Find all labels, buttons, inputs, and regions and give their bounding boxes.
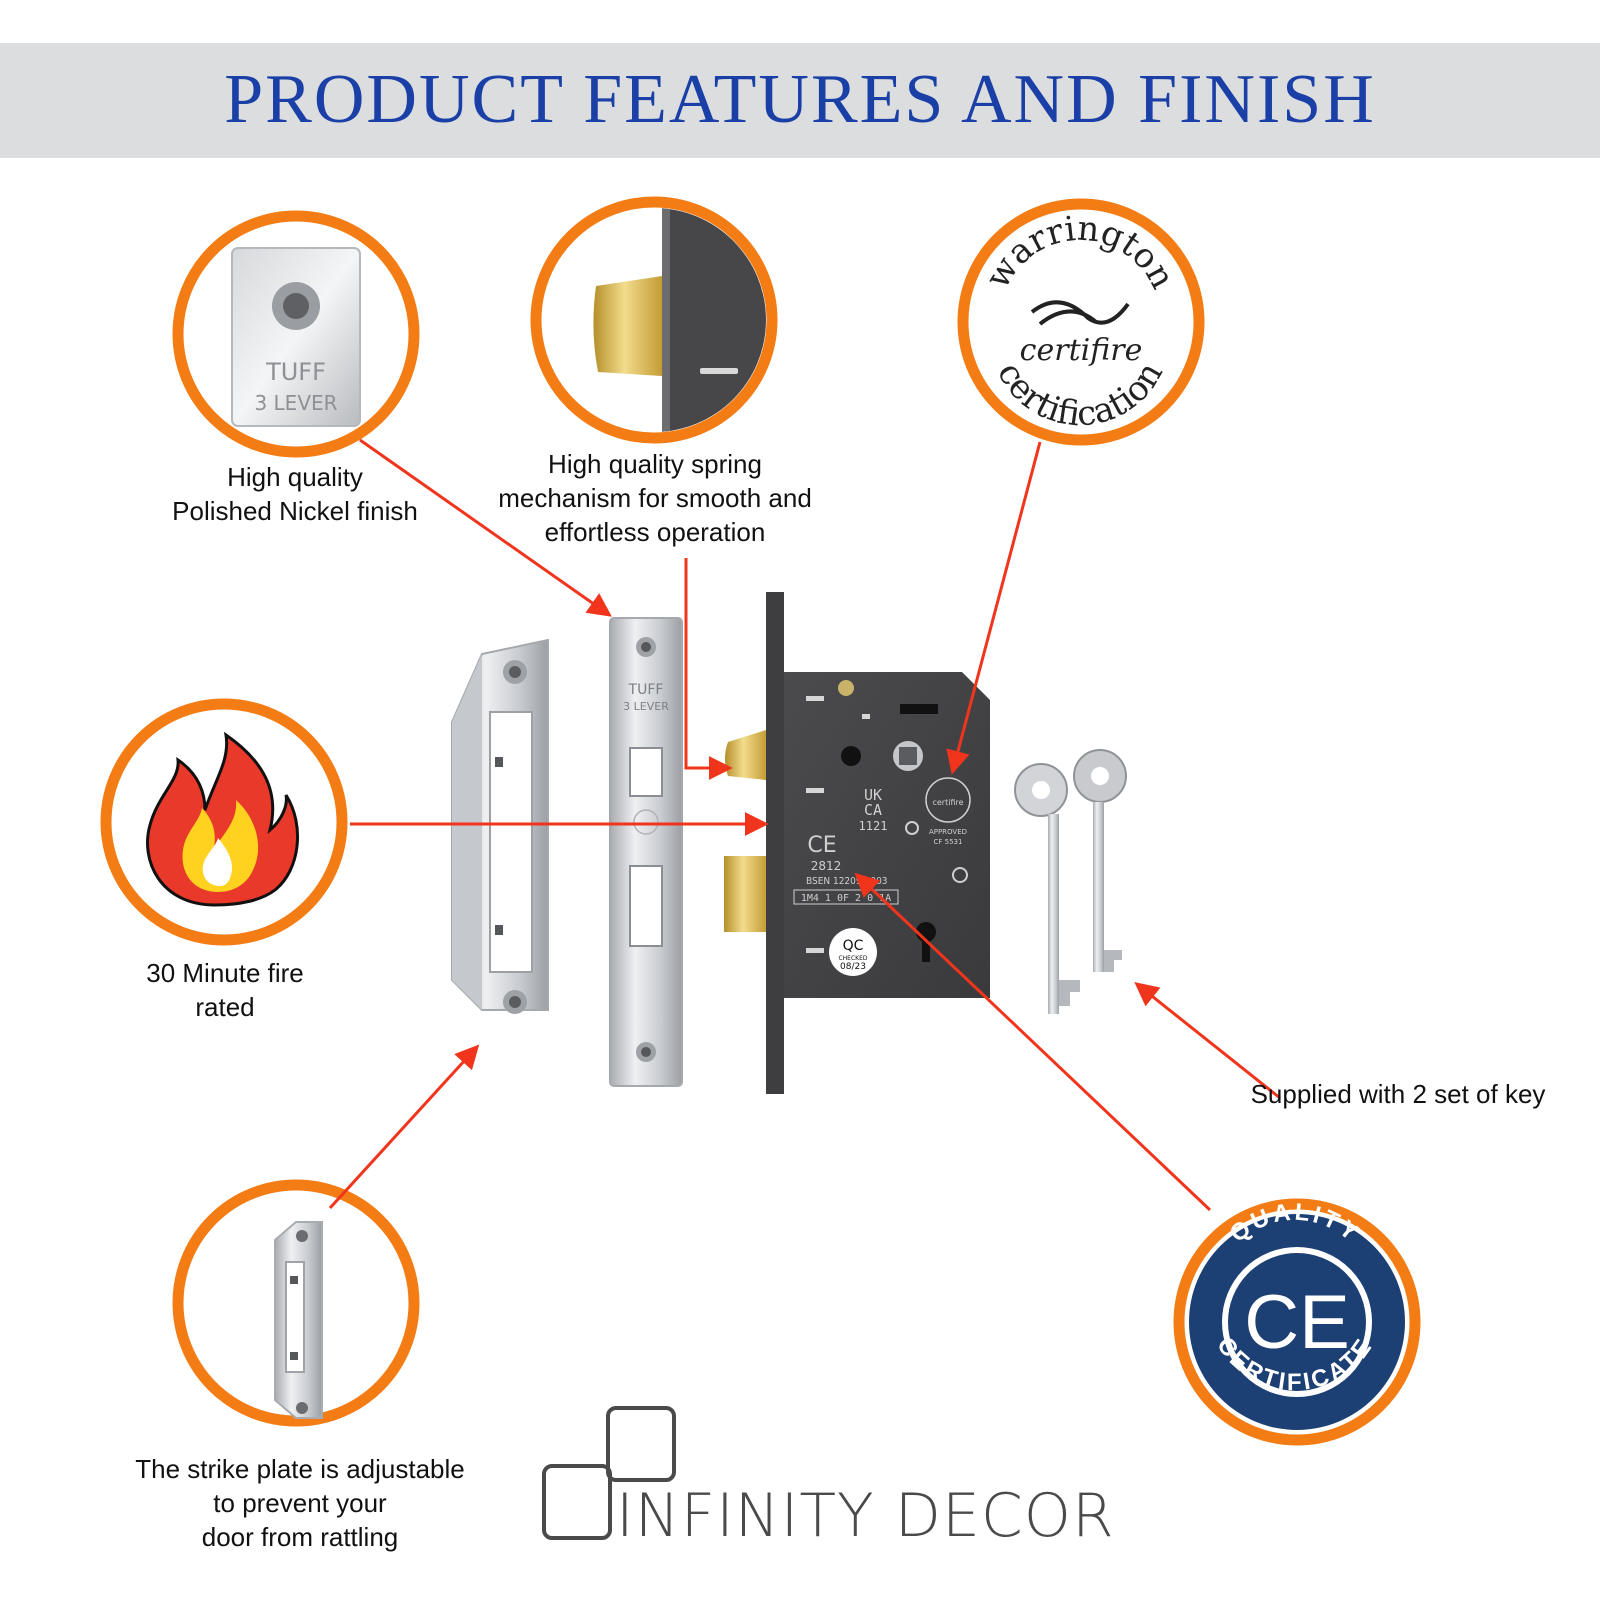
keys-caption: Supplied with 2 set of key — [1228, 1077, 1568, 1111]
standard-text: BSEN 12209:2003 — [806, 876, 888, 887]
header-banner — [0, 43, 1600, 158]
strike-plate-closeup-circle — [172, 1179, 420, 1427]
forend-model-text: 3 LEVER — [623, 700, 669, 713]
finish-caption-line: High quality — [227, 462, 363, 492]
fire-rating-circle — [100, 698, 348, 946]
strike-caption-line: to prevent your — [213, 1488, 387, 1518]
approved-text: APPROVED — [929, 828, 967, 836]
spring-caption-line: High quality spring — [548, 449, 762, 479]
finish-caption-line: Polished Nickel finish — [172, 496, 418, 526]
page-title: PRODUCT FEATURES AND FINISH — [224, 61, 1376, 138]
qc-checked-label: CHECKED — [838, 955, 867, 962]
ce-mark-icon: CE — [1244, 1280, 1350, 1365]
callout-arrows — [328, 438, 1281, 1212]
spring-caption: High quality spring mechanism for smooth… — [460, 447, 850, 549]
sashlock-body-product: UK CA 1121 CE 2812 BSEN 12209:2003 1M4 1… — [724, 592, 990, 1094]
fire-caption: 30 Minute fire rated — [110, 956, 340, 1024]
fire-caption-line: rated — [195, 992, 255, 1022]
ukca-mark-line2: CA — [864, 801, 882, 819]
finish-closeup-circle: TUFF 3 LEVER — [172, 210, 420, 458]
qc-label: QC — [843, 938, 864, 954]
qc-date-label: 08/23 — [840, 962, 866, 972]
ce-mark-body: CE — [807, 833, 836, 858]
plate-model-closeup: 3 LEVER — [254, 391, 337, 415]
certifire-text: certifire — [1020, 333, 1143, 368]
spring-caption-line: mechanism for smooth and — [498, 483, 812, 513]
forend-brand-text: TUFF — [628, 682, 664, 698]
strike-caption-line: The strike plate is adjustable — [135, 1454, 465, 1484]
spring-caption-line: effortless operation — [544, 517, 766, 547]
keys-caption-line: Supplied with 2 set of key — [1250, 1079, 1546, 1109]
certifire-swoosh-icon — [1030, 300, 1130, 326]
fire-caption-line: 30 Minute fire — [146, 958, 304, 988]
certifire-stamp-text: certifire — [932, 798, 963, 807]
forend-plate-product: TUFF 3 LEVER — [609, 617, 683, 1087]
plate-brand-closeup: TUFF — [265, 358, 326, 386]
strike-caption: The strike plate is adjustable to preven… — [100, 1452, 500, 1554]
ukca-mark-line3: 1121 — [859, 819, 888, 833]
approval-number-text: CF 5531 — [934, 838, 963, 846]
warrington-certifire-badge: warrington certifire certification — [957, 198, 1205, 446]
keys-product — [1014, 749, 1127, 1014]
class-code-text: 1M4 1 0F 2 0 1A — [801, 893, 891, 904]
notified-body-number: 2812 — [811, 859, 842, 873]
strike-plate-product — [451, 638, 549, 1014]
infinity-decor-logo-text: INFINITY DECOR — [616, 1481, 1115, 1551]
spring-closeup-circle — [530, 196, 778, 444]
ukca-mark-line1: UK — [864, 786, 882, 804]
quality-ce-certificate-badge: QUALITY CE CERTIFICATE — [1173, 1198, 1421, 1446]
finish-caption: High quality Polished Nickel finish — [140, 460, 450, 528]
infinity-decor-logo-icon — [542, 1406, 676, 1540]
strike-caption-line: door from rattling — [201, 1522, 399, 1552]
